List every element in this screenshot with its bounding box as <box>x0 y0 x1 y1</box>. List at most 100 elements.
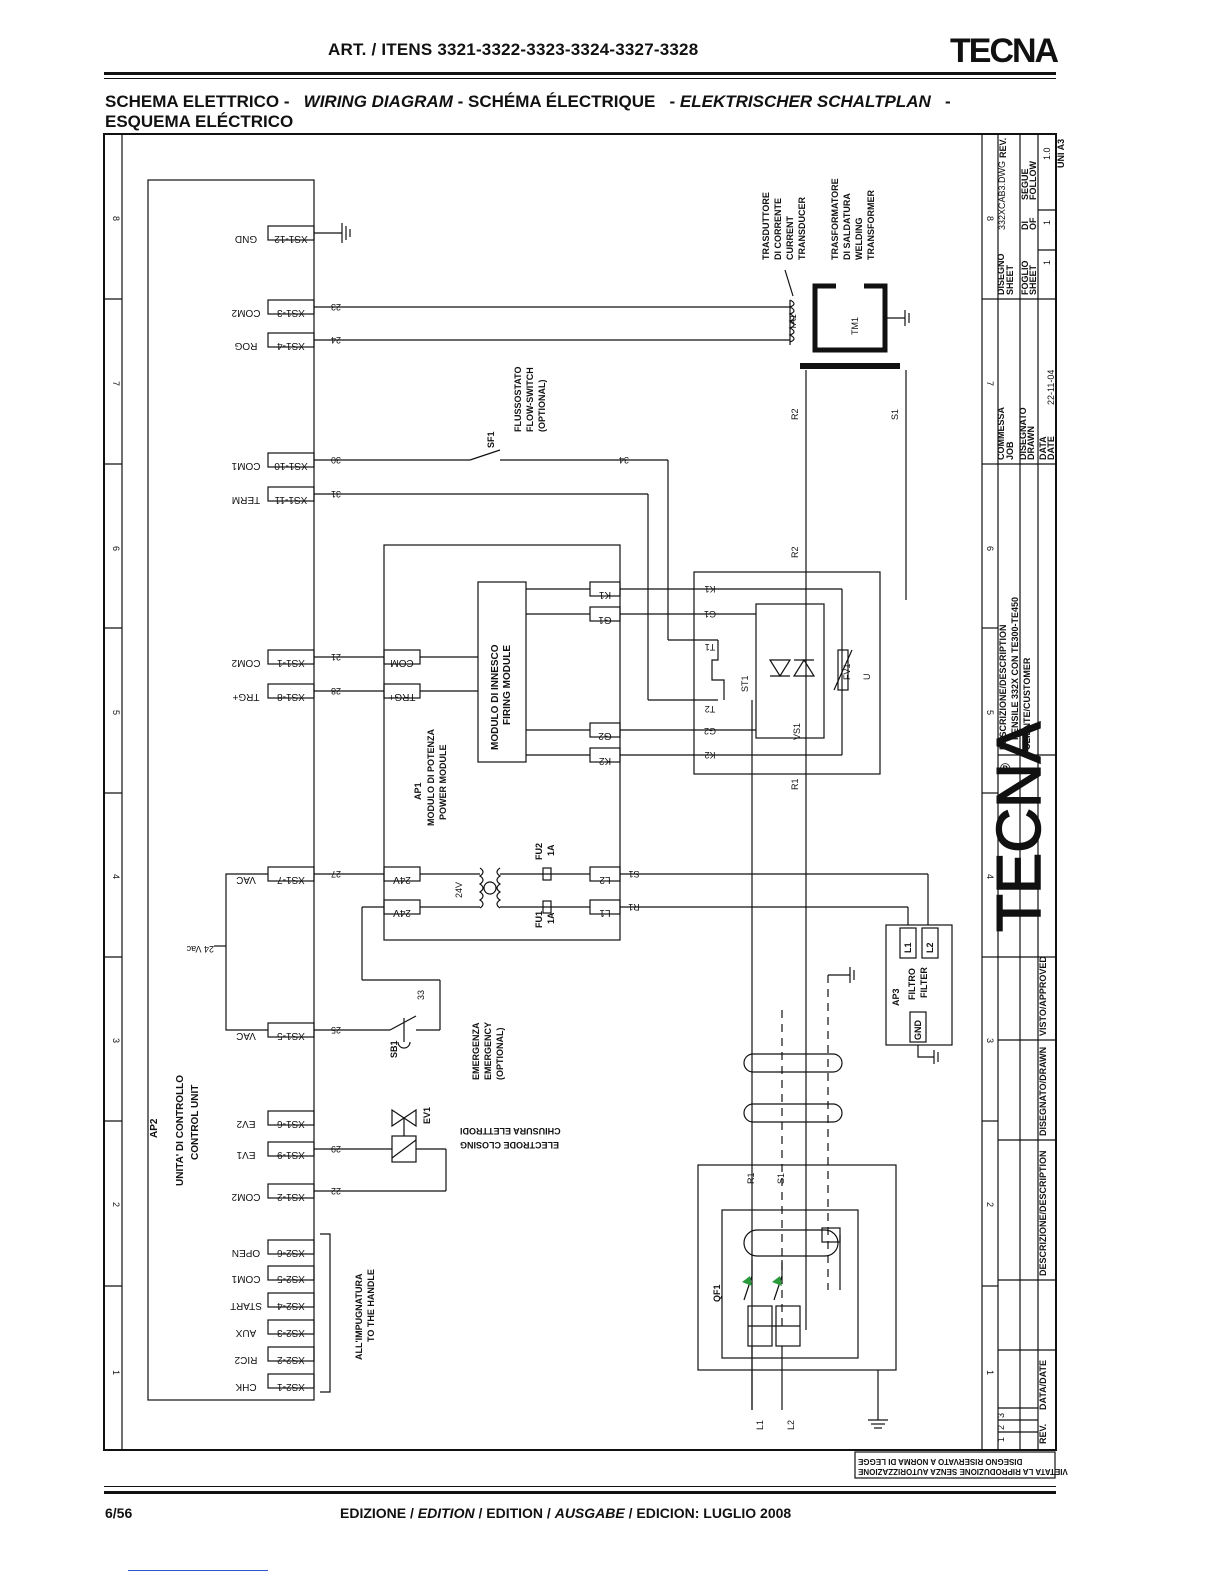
svg-text:GND: GND <box>235 233 257 244</box>
svg-text:DISEGNATO/DRAWN: DISEGNATO/DRAWN <box>1038 1047 1048 1136</box>
svg-text:DI SALDATURA: DI SALDATURA <box>842 193 852 260</box>
svg-text:24: 24 <box>331 335 341 345</box>
svg-text:XS2-4: XS2-4 <box>277 1300 305 1311</box>
svg-text:SEGUE: SEGUE <box>1020 168 1030 200</box>
svg-text:ST1: ST1 <box>740 675 750 692</box>
diagram-title: SCHEMA ELETTRICO - WIRING DIAGRAM - SCHÉ… <box>105 92 1065 132</box>
ev1-label: EV1 <box>422 1107 432 1124</box>
svg-text:T1: T1 <box>705 642 716 652</box>
svg-text:XS1-6: XS1-6 <box>277 1118 305 1129</box>
ap1-terminals: COM TRG+ 24V 24V K1 G1 G2 K2 L2 L1 <box>383 581 621 918</box>
svg-text:R2: R2 <box>790 546 800 558</box>
svg-text:FV1: FV1 <box>842 663 852 680</box>
svg-text:332XCAB3.DWG: 332XCAB3.DWG <box>997 161 1007 230</box>
svg-text:FOGLIO: FOGLIO <box>1020 261 1030 296</box>
breaker-qf1 <box>721 1209 859 1359</box>
grid-ticks <box>104 298 998 1287</box>
svg-text:FU1: FU1 <box>534 911 544 928</box>
svg-text:8: 8 <box>111 216 121 221</box>
edition-line: EDIZIONE / EDITION / EDITION / AUSGABE /… <box>340 1505 792 1521</box>
svg-text:XS2-2: XS2-2 <box>277 1354 305 1365</box>
header-rule-thin <box>104 78 1056 79</box>
svg-text:JOB: JOB <box>1005 441 1015 460</box>
svg-text:CHIUSURA ELETTRODI: CHIUSURA ELETTRODI <box>460 1126 561 1136</box>
tecna-logo: TECNA <box>950 32 1059 70</box>
svg-text:ALL'IMPUGNATURA: ALL'IMPUGNATURA <box>354 1273 364 1360</box>
svg-text:FOLLOW: FOLLOW <box>1028 161 1038 200</box>
svg-text:REV.: REV. <box>998 138 1008 158</box>
svg-text:FLUSSOSTATO: FLUSSOSTATO <box>513 366 523 432</box>
svg-text:R1: R1 <box>746 1172 756 1184</box>
vac-wiring <box>214 873 268 1031</box>
svg-text:24V: 24V <box>393 907 411 918</box>
fuse-labels: FU2 1A FU1 1A <box>534 843 556 928</box>
svg-text:24 Vac: 24 Vac <box>186 944 214 954</box>
svg-text:2: 2 <box>985 1202 995 1207</box>
svg-text:XS1-7: XS1-7 <box>277 874 305 885</box>
svg-text:COM2: COM2 <box>231 307 260 318</box>
title-block <box>854 134 1056 1479</box>
svg-text:5: 5 <box>111 710 121 715</box>
title-spanish: ESQUEMA ELÉCTRICO <box>105 112 294 131</box>
svg-text:1: 1 <box>1042 220 1052 225</box>
svg-text:DATA/DATE: DATA/DATE <box>1038 1360 1048 1410</box>
svg-text:U: U <box>862 674 872 681</box>
electrode-closing-label: CHIUSURA ELETTRODI ELECTRODE CLOSING <box>460 1126 561 1150</box>
title-italian: SCHEMA ELETTRICO - <box>105 92 290 111</box>
svg-text:COM2: COM2 <box>231 657 260 668</box>
title-german: ELEKTRISCHER SCHALTPLAN <box>679 92 931 111</box>
svg-text:CURRENT: CURRENT <box>785 215 795 260</box>
svg-text:CONTROL UNIT: CONTROL UNIT <box>190 1085 201 1160</box>
svg-text:XS2-1: XS2-1 <box>277 1381 305 1392</box>
svg-text:EV2: EV2 <box>236 1118 255 1129</box>
svg-text:AP3: AP3 <box>891 988 901 1006</box>
title-block-text: UNI A3 DISEGNO SHEET 332XCAB3.DWG REV. 1… <box>857 138 1067 1476</box>
svg-text:G2: G2 <box>598 730 612 741</box>
svg-text:L1: L1 <box>903 942 913 953</box>
power-module-ap1 <box>383 544 621 941</box>
svg-text:5: 5 <box>985 710 995 715</box>
svg-text:DI CORRENTE: DI CORRENTE <box>773 198 783 260</box>
svg-text:OF: OF <box>1028 217 1038 230</box>
svg-text:CHK: CHK <box>235 1381 256 1392</box>
handle-label: ALL'IMPUGNATURA TO THE HANDLE <box>354 1269 376 1360</box>
svg-text:1: 1 <box>1042 260 1052 265</box>
svg-text:XS1-9: XS1-9 <box>277 1149 305 1160</box>
svg-text:XS1-11: XS1-11 <box>274 494 307 505</box>
filter-ground <box>917 1045 939 1064</box>
svg-text:TO THE HANDLE: TO THE HANDLE <box>366 1269 376 1342</box>
svg-text:MODULO DI POTENZA: MODULO DI POTENZA <box>426 729 436 826</box>
svg-text:XS1-3: XS1-3 <box>277 307 305 318</box>
flow-switch-label: SF1 FLUSSOSTATO FLOW-SWITCH (OPTIONAL) <box>486 366 547 448</box>
svg-text:DISEGNO RISERVATO A NORMA DI L: DISEGNO RISERVATO A NORMA DI LEGGE <box>857 1457 1022 1466</box>
svg-text:24V: 24V <box>393 874 411 885</box>
ground-symbol <box>314 223 351 243</box>
svg-text:DATA: DATA <box>1038 436 1048 460</box>
svg-text:SHEET: SHEET <box>1005 264 1015 295</box>
svg-text:7: 7 <box>111 381 121 386</box>
svg-text:2: 2 <box>996 1425 1006 1430</box>
svg-text:33: 33 <box>416 990 426 1000</box>
fuses <box>542 867 552 914</box>
svg-text:3: 3 <box>996 1413 1006 1418</box>
title-separator: - <box>457 92 464 111</box>
svg-text:SB1: SB1 <box>389 1040 399 1058</box>
flow-switch-sf1 <box>314 449 669 640</box>
svg-text:G2: G2 <box>704 726 716 736</box>
svg-text:S1: S1 <box>890 409 900 420</box>
svg-text:XS1-8: XS1-8 <box>277 691 305 702</box>
tm1-label: TM1 <box>850 317 860 335</box>
svg-text:DI: DI <box>1020 221 1030 230</box>
svg-text:XS1-12: XS1-12 <box>274 233 308 244</box>
handle-bracket <box>320 1233 331 1393</box>
svg-text:(OPTIONAL): (OPTIONAL) <box>537 380 547 433</box>
svg-text:DISEGNO: DISEGNO <box>996 253 1006 295</box>
title-separator: - <box>669 92 676 111</box>
firing-module <box>477 581 527 763</box>
svg-text:COM1: COM1 <box>231 1273 260 1284</box>
svg-text:TRANSDUCER: TRANSDUCER <box>797 196 807 260</box>
header-rule-thick <box>104 72 1056 75</box>
svg-text:TRASDUTTORE: TRASDUTTORE <box>761 192 771 260</box>
svg-text:FLOW-SWITCH: FLOW-SWITCH <box>525 367 535 432</box>
